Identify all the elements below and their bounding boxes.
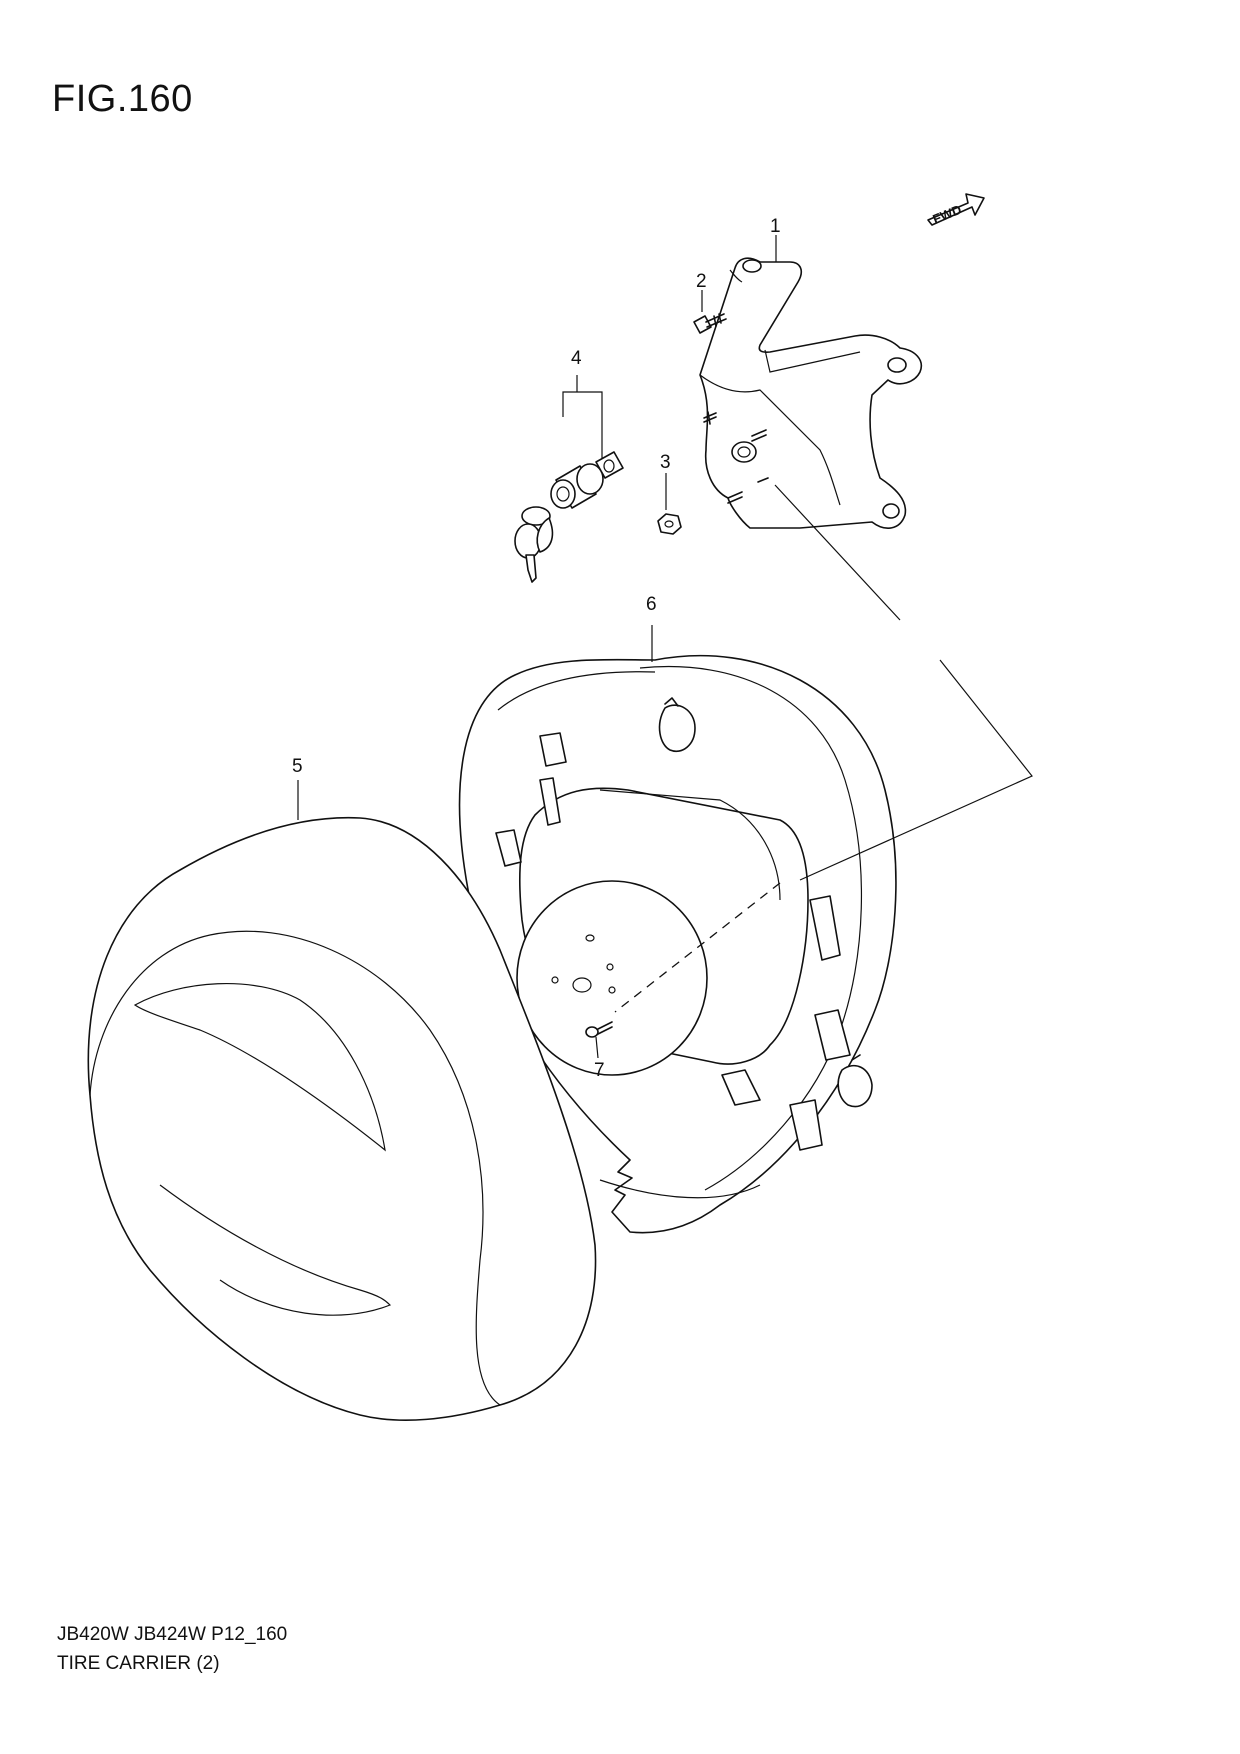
- carrier-bracket-part: [699, 257, 922, 529]
- lock-set-part: [514, 391, 624, 583]
- model-code: JB420W JB424W P12_160: [57, 1624, 288, 1645]
- callout-4: 4: [571, 348, 582, 369]
- callout-3: 3: [660, 452, 671, 473]
- assembly-connection-lines: [614, 484, 1033, 1013]
- spare-tire-cover-part: [87, 816, 597, 1421]
- figure-caption: TIRE CARRIER (2): [57, 1653, 220, 1674]
- nut-part: [657, 513, 682, 535]
- callout-5: 5: [292, 756, 303, 777]
- fwd-arrow-icon: FWD: [927, 193, 985, 227]
- fwd-label: FWD: [931, 202, 964, 227]
- screw-part: [585, 1021, 613, 1038]
- callout-6: 6: [646, 594, 657, 615]
- tire-cover-back-plate-part: [458, 654, 897, 1234]
- callout-leaders: [297, 235, 777, 1059]
- callout-7: 7: [594, 1060, 605, 1081]
- bolt-part: [693, 313, 727, 334]
- figure-title: FIG.160: [52, 78, 193, 120]
- callout-1: 1: [770, 216, 781, 237]
- callout-2: 2: [696, 271, 707, 292]
